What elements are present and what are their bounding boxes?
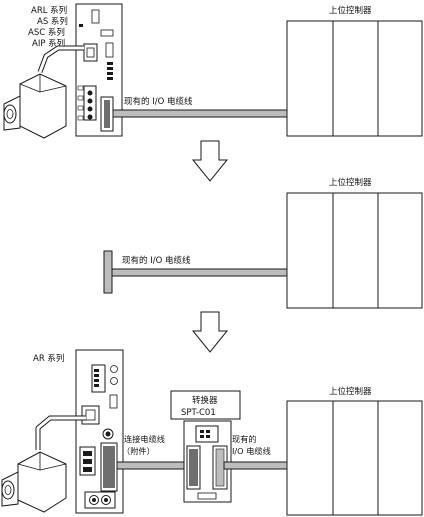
connection-cable-label-line2: （附件）: [122, 446, 155, 456]
io-cable-2: [111, 268, 288, 277]
series-label-aip: AIP 系列: [32, 38, 65, 49]
converter-label-line1: 转换器: [192, 395, 218, 406]
series-label-as: AS 系列: [37, 16, 68, 27]
series-label-arl: ARL 系列: [31, 5, 67, 16]
section-cable-retained: 现有的 I/O 电缆线 上位控制器: [103, 177, 423, 309]
motor-cable-ar: [36, 416, 86, 450]
section-original-setup: ARL 系列 AS 系列 ASC 系列 AIP 系列: [3, 3, 423, 139]
controller-label-3: 上位控制器: [329, 386, 372, 397]
io-cable-label-2: 现有的 I/O 电缆线: [122, 255, 191, 266]
converter-spt-c01: [183, 420, 232, 503]
down-arrow-icon: [191, 140, 229, 182]
converter-label-line2: SPT-C01: [181, 408, 216, 418]
io-cable-label-3-line1: 现有的: [232, 434, 257, 444]
controller-3: [286, 400, 423, 516]
converter-label-box: [170, 390, 241, 420]
down-arrow-icon: [191, 311, 229, 353]
driver-unit-ar: [75, 349, 124, 514]
series-label-ar: AR 系列: [33, 353, 64, 364]
io-cable-label-1: 现有的 I/O 电缆线: [124, 96, 193, 107]
controller-label-2: 上位控制器: [329, 177, 372, 188]
section-new-setup: AR 系列: [1, 349, 423, 516]
controller-1: [286, 20, 423, 137]
motor-old: [3, 73, 67, 139]
motor-ar: [1, 451, 67, 513]
io-cable-connector-2: [103, 250, 113, 294]
controller-2: [286, 192, 423, 309]
motor-cable: [38, 46, 84, 73]
series-label-asc: ASC 系列: [28, 27, 65, 38]
io-cable-label-3-line2: I/O 电缆线: [232, 446, 271, 456]
controller-label-1: 上位控制器: [329, 5, 372, 16]
connection-cable: [116, 461, 185, 470]
connection-cable-label-line1: 连接电缆线: [124, 434, 165, 444]
io-cable-old: [112, 109, 288, 118]
io-cable-3: [223, 461, 288, 470]
